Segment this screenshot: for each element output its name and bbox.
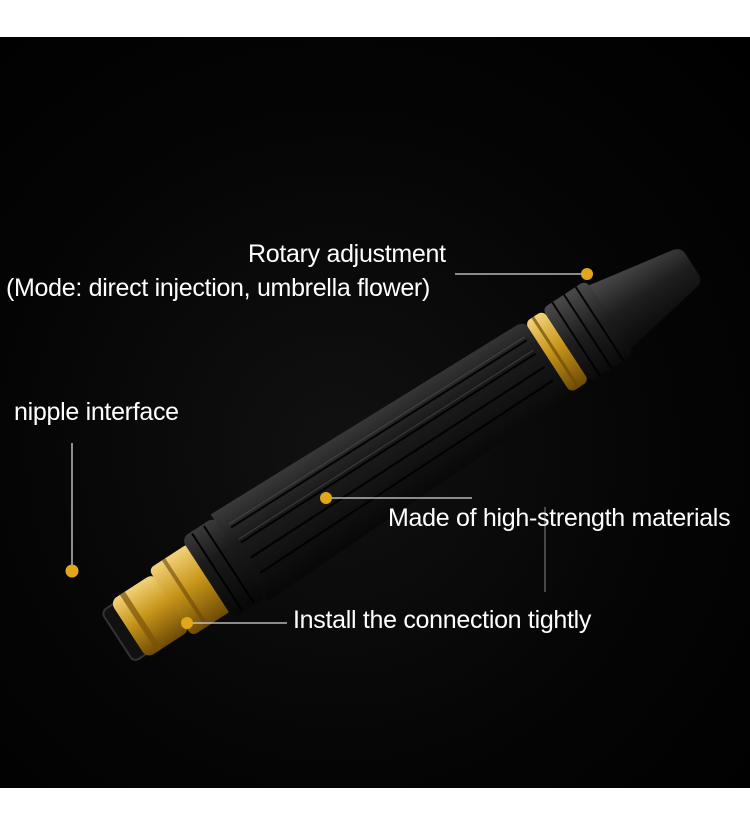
material-label: Made of high-strength materials: [388, 504, 731, 532]
handle-ribs: [230, 339, 554, 574]
callout-markers: [65, 268, 593, 629]
leader-lines: [71, 273, 587, 624]
rotary-mode-label: (Mode: direct injection, umbrella flower…: [6, 274, 430, 302]
rotary-adjustment-label: Rotary adjustment: [248, 240, 446, 268]
product-photo: Rotary adjustment (Mode: direct injectio…: [0, 37, 750, 788]
conical-tip: [589, 249, 701, 350]
handle-body: [210, 323, 570, 602]
install-connection-label: Install the connection tightly: [293, 606, 592, 634]
spray-nozzle-illustration: [65, 249, 701, 661]
rear-collar: [184, 519, 264, 616]
nozzle-assembly: [102, 249, 701, 661]
brass-connector: [102, 545, 231, 661]
nipple-interface-label: nipple interface: [14, 398, 179, 426]
